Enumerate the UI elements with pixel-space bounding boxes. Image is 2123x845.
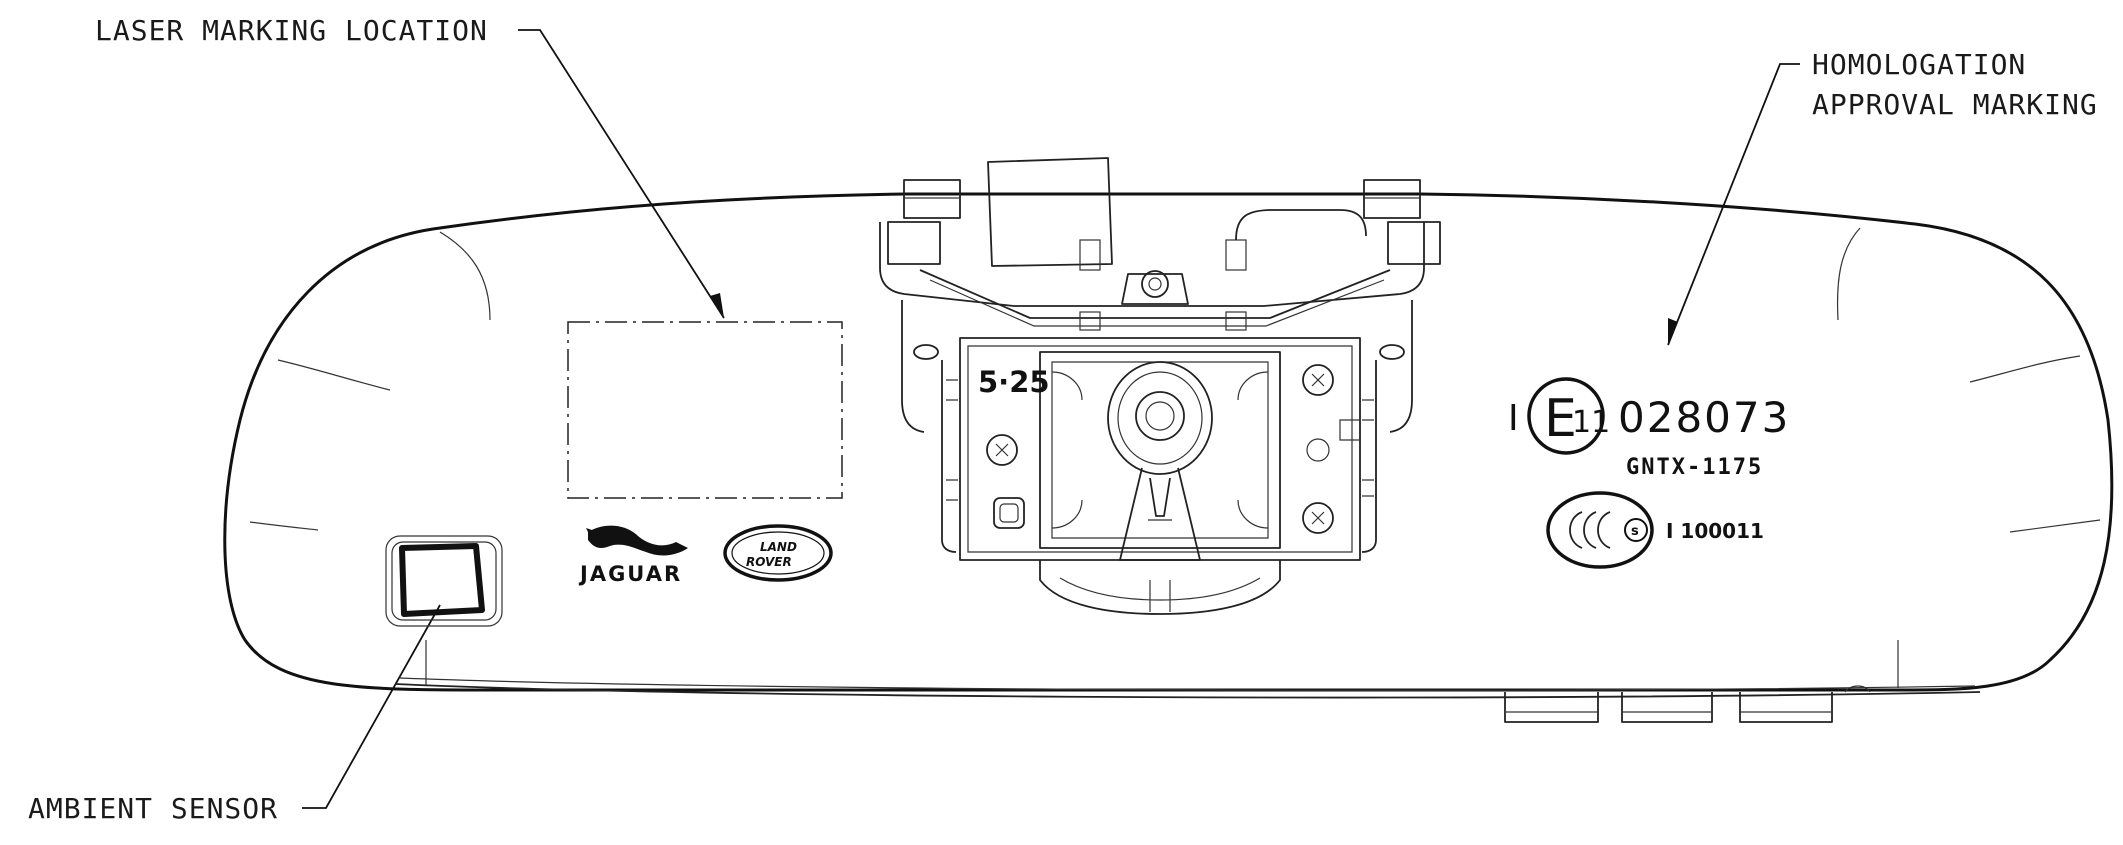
e-mark-circle: [1527, 377, 1605, 455]
land-rover-text-line1: LAND: [760, 540, 797, 554]
ambient-sensor-leader: [302, 604, 441, 809]
ccc-oval: [1546, 491, 1654, 569]
ccc-letter: s: [1631, 524, 1639, 539]
homologation-arrowhead: [1668, 318, 1678, 345]
homologation-leader: [1667, 63, 1800, 346]
ccc-number: I 100011: [1666, 519, 1764, 543]
leader-lines: [302, 29, 1800, 809]
e-mark-number: 11: [1572, 405, 1610, 440]
jaguar-wordmark: JAGUAR: [578, 562, 682, 586]
screw-right-lower: [1302, 502, 1334, 534]
laser-marking-arrowhead: [710, 293, 724, 318]
screw-left-upper: [986, 434, 1018, 466]
mount-bracket: 5·25: [879, 157, 1441, 615]
bottom-button-1: [1504, 692, 1599, 723]
part-code: GNTX-1175: [1626, 455, 1763, 480]
mirror-body: [223, 192, 2114, 723]
jaguar-logo: JAGUAR: [578, 525, 688, 586]
square-nut: [993, 497, 1025, 529]
land-rover-logo: LAND ROVER: [723, 524, 833, 582]
homologation-label-line1: HOMOLOGATION: [1812, 48, 2026, 81]
bottom-button-2: [1621, 692, 1713, 723]
laser-marking-leader: [518, 29, 725, 319]
homologation-marking: I E 11 028073 GNTX-1175 s I 100011: [1508, 377, 1790, 569]
laser-marking-label: LASER MARKING LOCATION: [95, 14, 488, 47]
laser-marking-area: [567, 321, 843, 499]
ambient-sensor-label: AMBIENT SENSOR: [28, 792, 278, 825]
homologation-label-line2: APPROVAL MARKING: [1812, 88, 2098, 121]
date-code: 5·25: [978, 365, 1050, 399]
ambient-sensor-window: [399, 543, 485, 617]
approval-prefix: I: [1508, 398, 1519, 439]
bottom-button-3: [1739, 692, 1833, 723]
ambient-sensor: [385, 535, 503, 627]
mount-stem: [987, 157, 1113, 267]
e-mark-letter: E: [1544, 389, 1577, 449]
land-rover-text-line2: ROVER: [746, 555, 792, 569]
screw-right-upper: [1302, 364, 1334, 396]
approval-number: 028073: [1618, 393, 1790, 442]
